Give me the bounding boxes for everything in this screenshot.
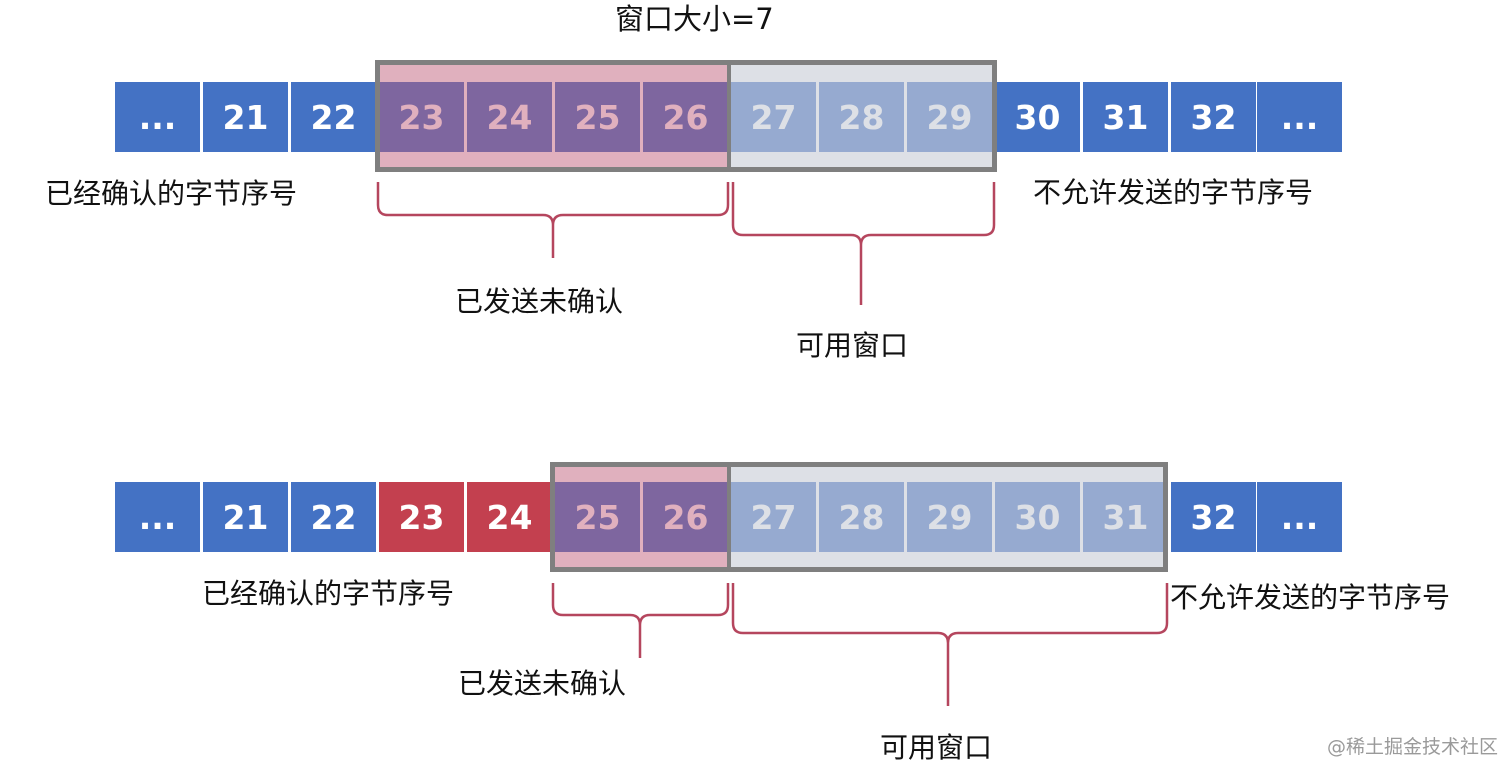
bottom-available-label: 可用窗口 xyxy=(880,731,993,764)
bottom-cell-24-acked: 24 xyxy=(467,482,552,552)
bottom-window-frame xyxy=(550,462,1168,572)
bottom-cell-26: 26 xyxy=(643,482,728,552)
window-size-title: 窗口大小=7 xyxy=(615,2,774,36)
top-cell-32: 32 xyxy=(1171,82,1256,152)
top-cell-26: 26 xyxy=(643,82,728,152)
bottom-cell-ellipsis-right: ... xyxy=(1257,482,1342,552)
bottom-acked-label: 已经确认的字节序号 xyxy=(202,577,455,610)
bottom-window-divider xyxy=(727,464,731,570)
bottom-cell-22: 22 xyxy=(291,482,376,552)
top-cell-25: 25 xyxy=(555,82,640,152)
top-cell-21: 21 xyxy=(203,82,288,152)
top-window-divider xyxy=(727,62,731,170)
bottom-cell-32: 32 xyxy=(1171,482,1256,552)
bottom-sent-unacked-brace xyxy=(551,583,730,658)
bottom-cell-25: 25 xyxy=(555,482,640,552)
bottom-cell-ellipsis-left: ... xyxy=(115,482,200,552)
top-available-label: 可用窗口 xyxy=(796,329,909,362)
top-cell-ellipsis-left: ... xyxy=(115,82,200,152)
top-sent-unacked-brace xyxy=(376,182,730,258)
top-window-frame xyxy=(375,60,997,172)
top-cell-31: 31 xyxy=(1083,82,1168,152)
top-available-brace xyxy=(731,182,996,305)
top-cell-24: 24 xyxy=(467,82,552,152)
top-cell-22: 22 xyxy=(291,82,376,152)
bottom-cell-21: 21 xyxy=(203,482,288,552)
top-cell-23: 23 xyxy=(379,82,464,152)
top-sent-unacked-label: 已发送未确认 xyxy=(455,285,624,318)
top-not-allowed-label: 不允许发送的字节序号 xyxy=(1033,176,1314,209)
bottom-available-brace xyxy=(731,583,1169,706)
watermark: @稀土掘金技术社区 xyxy=(1326,736,1498,758)
top-cell-ellipsis-right: ... xyxy=(1257,82,1342,152)
bottom-sent-unacked-region xyxy=(552,464,729,570)
bottom-available-region xyxy=(729,464,1166,570)
top-available-region xyxy=(729,62,995,170)
bottom-sent-unacked-label: 已发送未确认 xyxy=(458,667,627,700)
top-sent-unacked-region xyxy=(377,62,729,170)
top-acked-label: 已经确认的字节序号 xyxy=(45,177,298,210)
top-cell-30: 30 xyxy=(995,82,1080,152)
bottom-cell-23-acked: 23 xyxy=(379,482,464,552)
bottom-not-allowed-label: 不允许发送的字节序号 xyxy=(1170,581,1451,614)
